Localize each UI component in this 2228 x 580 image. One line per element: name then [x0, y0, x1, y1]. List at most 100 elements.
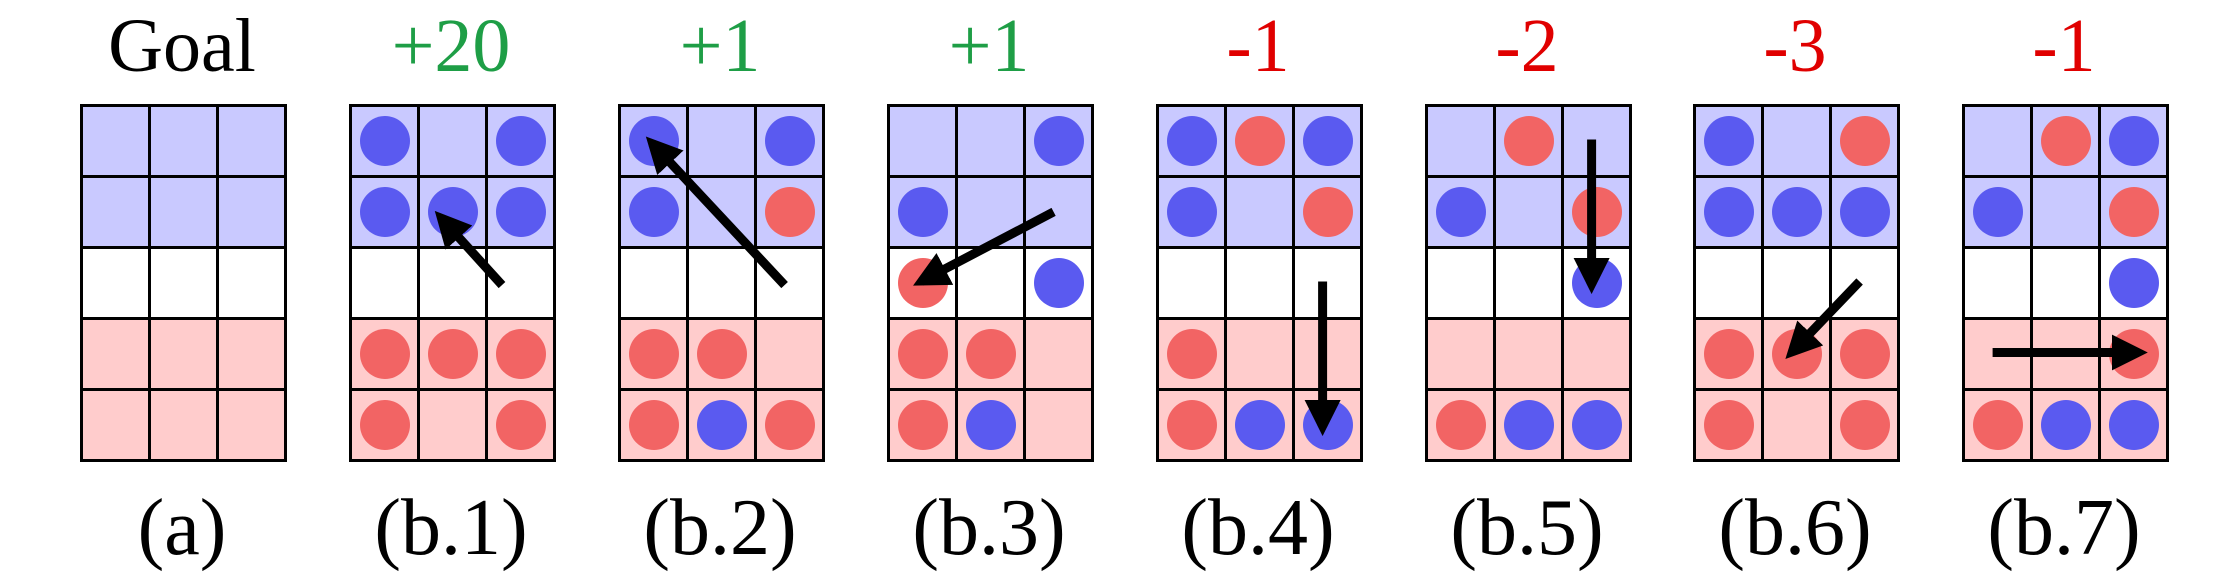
- red-agent: [495, 329, 546, 379]
- grid-panel: [1962, 104, 2169, 462]
- red-agent: [897, 258, 948, 308]
- panel-caption: (b.4): [1181, 484, 1335, 572]
- red-agent: [1771, 329, 1822, 379]
- panel-caption: (b.6): [1718, 484, 1872, 572]
- grid-cell-blue: [80, 175, 151, 249]
- grid-cell-blue: [686, 104, 757, 178]
- red-agent: [2108, 329, 2159, 379]
- red-agent: [897, 400, 948, 450]
- grid-panel: [618, 104, 825, 462]
- blue-agent: [1503, 400, 1554, 450]
- grid-cell-empty: [349, 246, 420, 320]
- panel-caption: (a): [137, 484, 227, 572]
- grid-cell-blue: [148, 104, 219, 178]
- red-agent: [495, 400, 546, 450]
- blue-agent: [1571, 258, 1622, 308]
- grid-cell-blue: [1023, 175, 1094, 249]
- grid-cell-red: [148, 317, 219, 391]
- panel-caption: (b.3): [912, 484, 1066, 572]
- red-agent: [1166, 400, 1217, 450]
- grid-cell-red: [1023, 317, 1094, 391]
- panel-score-label: -1: [1226, 4, 1290, 88]
- grid-cell-blue: [1224, 175, 1295, 249]
- blue-agent: [1302, 116, 1353, 166]
- red-agent: [359, 329, 410, 379]
- grid-cell-empty: [1292, 246, 1363, 320]
- red-agent: [1234, 116, 1285, 166]
- red-agent: [628, 400, 679, 450]
- grid-cell-red: [417, 388, 488, 462]
- grid-cell-blue: [1425, 104, 1496, 178]
- red-agent: [965, 329, 1016, 379]
- grid-cell-red: [216, 388, 287, 462]
- grid-cell-empty: [2030, 246, 2101, 320]
- grid-cell-blue: [955, 175, 1026, 249]
- red-agent: [1166, 329, 1217, 379]
- red-agent: [897, 329, 948, 379]
- red-agent: [764, 400, 815, 450]
- grid-panel: [887, 104, 1094, 462]
- red-agent: [2108, 187, 2159, 237]
- red-agent: [1703, 329, 1754, 379]
- grid-cell-empty: [216, 246, 287, 320]
- grid-cell-empty: [618, 246, 689, 320]
- red-agent: [359, 400, 410, 450]
- grid-cell-red: [1962, 317, 2033, 391]
- blue-agent: [427, 187, 478, 237]
- grid-cell-empty: [686, 246, 757, 320]
- blue-agent: [1771, 187, 1822, 237]
- grid-cell-blue: [216, 104, 287, 178]
- blue-agent: [965, 400, 1016, 450]
- grid-cell-empty: [754, 246, 825, 320]
- blue-agent: [628, 187, 679, 237]
- grid-cell-empty: [1156, 246, 1227, 320]
- red-agent: [1839, 400, 1890, 450]
- grid-cell-blue: [1962, 104, 2033, 178]
- grid-cell-red: [1224, 317, 1295, 391]
- grid-cell-blue: [216, 175, 287, 249]
- panel-caption: (b.2): [643, 484, 797, 572]
- panel-caption: (b.5): [1450, 484, 1604, 572]
- grid-panel: [80, 104, 287, 462]
- grid-cell-empty: [1962, 246, 2033, 320]
- panel-score-label: -2: [1495, 4, 1559, 88]
- panel-score-label: +1: [679, 4, 761, 88]
- red-agent: [696, 329, 747, 379]
- grid-cell-blue: [1761, 104, 1832, 178]
- blue-agent: [359, 187, 410, 237]
- grid-cell-blue: [887, 104, 958, 178]
- panel-score-label: +20: [391, 4, 511, 88]
- grid-cell-empty: [1493, 246, 1564, 320]
- red-agent: [1302, 187, 1353, 237]
- grid-cell-red: [1023, 388, 1094, 462]
- grid-cell-blue: [80, 104, 151, 178]
- blue-agent: [1703, 116, 1754, 166]
- blue-agent: [1234, 400, 1285, 450]
- panel-score-label: -1: [2032, 4, 2096, 88]
- blue-agent: [1571, 400, 1622, 450]
- grid-panel: [1425, 104, 1632, 462]
- red-agent: [1972, 400, 2023, 450]
- blue-agent: [1166, 116, 1217, 166]
- grid-cell-blue: [148, 175, 219, 249]
- blue-agent: [2108, 258, 2159, 308]
- grid-cell-empty: [1224, 246, 1295, 320]
- grid-cell-red: [1761, 388, 1832, 462]
- red-agent: [1503, 116, 1554, 166]
- grid-cell-red: [1561, 317, 1632, 391]
- red-agent: [427, 329, 478, 379]
- grid-cell-empty: [80, 246, 151, 320]
- red-agent: [1839, 329, 1890, 379]
- blue-agent: [1839, 187, 1890, 237]
- grid-cell-empty: [485, 246, 556, 320]
- red-agent: [1839, 116, 1890, 166]
- grid-panel: [1156, 104, 1363, 462]
- grid-cell-empty: [1829, 246, 1900, 320]
- grid-cell-empty: [148, 246, 219, 320]
- blue-agent: [1302, 400, 1353, 450]
- blue-agent: [1166, 187, 1217, 237]
- blue-agent: [1033, 258, 1084, 308]
- blue-agent: [495, 187, 546, 237]
- grid-cell-blue: [686, 175, 757, 249]
